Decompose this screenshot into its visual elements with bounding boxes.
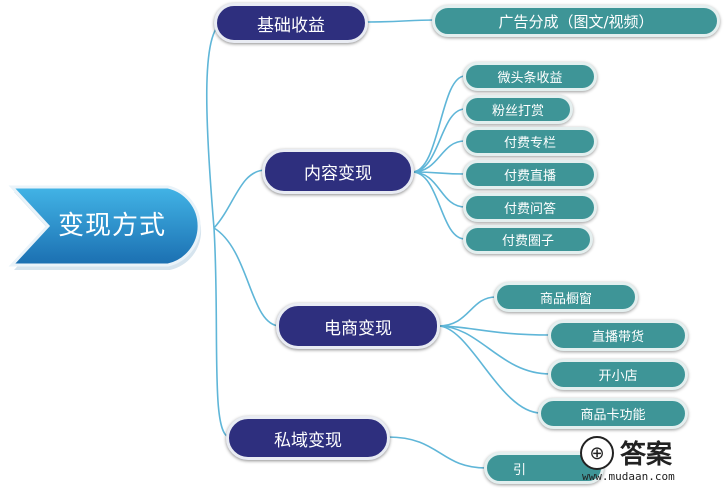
leaf-open-store: 开小店 — [548, 359, 688, 390]
root-shape — [8, 185, 202, 270]
leaf-paid-column: 付费专栏 — [463, 127, 597, 156]
edge-ecom-3 — [437, 325, 551, 375]
leaf-micro-headline-income: 微头条收益 — [463, 62, 597, 91]
branch-ecommerce-monetization: 电商变现 — [276, 303, 440, 349]
edge-ecom-1 — [437, 296, 497, 327]
branch-basic-income: 基础收益 — [214, 3, 368, 43]
leaf-private-partial: 引 — [484, 452, 604, 484]
leaf-product-card: 商品卡功能 — [538, 398, 688, 429]
watermark-logo-icon: ⊕ — [580, 436, 614, 470]
branch-private-domain-monetization: 私域变现 — [226, 416, 390, 460]
leaf-paid-live: 付费直播 — [463, 160, 597, 189]
root-node: 变现方式 — [8, 183, 216, 273]
edge-ecom-4 — [437, 325, 542, 414]
leaf-paid-circle: 付费圈子 — [463, 225, 593, 254]
edge-content-5 — [411, 171, 466, 208]
edge-basic-ad — [366, 19, 435, 23]
watermark-url: www.mudaan.com — [582, 470, 675, 483]
edge-content-6 — [411, 171, 466, 240]
edge-root-ecommerce — [213, 227, 281, 327]
edge-root-private — [213, 227, 231, 438]
leaf-live-selling: 直播带货 — [548, 320, 688, 351]
branch-content-monetization: 内容变现 — [262, 149, 414, 194]
leaf-ad-revenue-share: 广告分成（图文/视频） — [432, 5, 720, 37]
watermark-title: 答案 — [620, 440, 673, 470]
watermark: ⊕ 答案 www.mudaan.com — [580, 436, 728, 488]
edge-private-1 — [387, 436, 487, 469]
root-label: 变现方式 — [58, 211, 167, 241]
leaf-product-showcase: 商品橱窗 — [494, 282, 638, 312]
edge-content-1 — [411, 75, 466, 173]
leaf-paid-qa: 付费问答 — [463, 193, 597, 222]
leaf-fan-tipping: 粉丝打赏 — [463, 95, 573, 124]
edge-content-2 — [411, 108, 466, 173]
edge-content-3 — [411, 140, 466, 173]
edge-root-content — [213, 169, 267, 229]
